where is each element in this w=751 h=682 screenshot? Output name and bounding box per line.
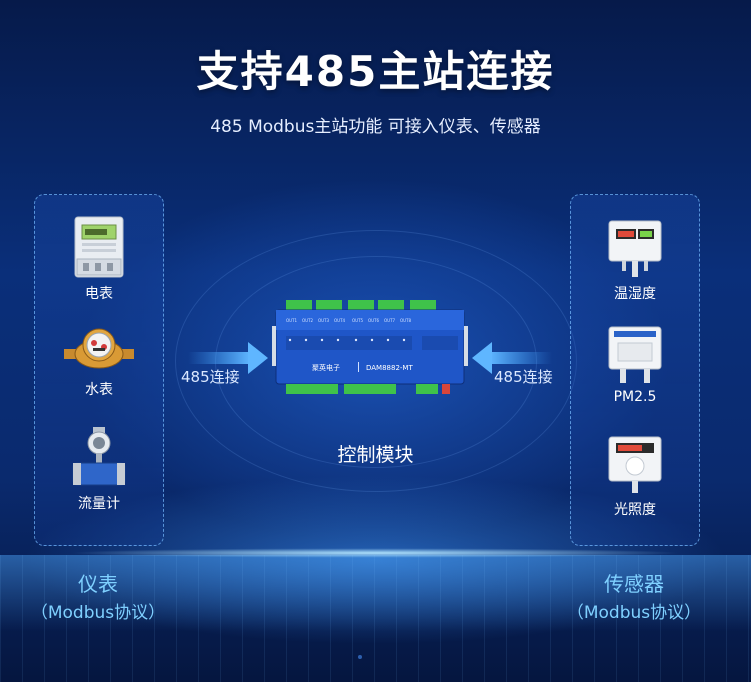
sensor-panel: 温湿度 PM2.5 光照度 xyxy=(570,194,700,546)
svg-text:OUT7: OUT7 xyxy=(384,318,396,323)
svg-text:OUT5: OUT5 xyxy=(352,318,364,323)
connection-arrow-right xyxy=(472,338,552,378)
sensor-label: 光照度 xyxy=(614,502,656,518)
floor-grid xyxy=(0,555,751,682)
control-module-device: OUT1 OUT2 OUT3 OUT4 OUT5 OUT6 OUT7 OUT8 聚英电子… xyxy=(272,296,468,406)
arrow-left-icon xyxy=(472,342,552,374)
floor-glow xyxy=(0,548,751,558)
instrument-label: 水表 xyxy=(85,382,113,398)
control-module-icon: OUT1 OUT2 OUT3 OUT4 OUT5 OUT6 OUT7 OUT8 聚英电子… xyxy=(272,300,468,394)
control-module-label: 控制模块 xyxy=(337,444,414,466)
pm25-sensor-icon xyxy=(608,326,662,383)
water-meter-icon xyxy=(64,328,134,369)
light-sensor-icon xyxy=(608,436,662,493)
instrument-group-protocol: （Modbus协议） xyxy=(30,603,166,623)
svg-text:OUT3: OUT3 xyxy=(318,318,330,323)
module-model: DAM8882-MT xyxy=(366,364,413,372)
sensor-label: 温湿度 xyxy=(614,286,656,302)
instrument-label: 流量计 xyxy=(78,496,120,512)
module-brand: 聚英电子 xyxy=(312,363,340,372)
sensor-group-title: 传感器 xyxy=(604,572,664,596)
instrument-flow-meter: 流量计 xyxy=(35,427,163,513)
svg-text:OUT1: OUT1 xyxy=(286,318,298,323)
flow-meter-icon xyxy=(72,427,126,486)
svg-text:OUT6: OUT6 xyxy=(368,318,380,323)
svg-text:OUT2: OUT2 xyxy=(302,318,314,323)
arrow-right-icon xyxy=(188,342,268,374)
connection-label-right: 485连接 xyxy=(494,368,553,386)
page-indicator-dot xyxy=(358,655,362,659)
connection-arrow-left xyxy=(188,338,268,378)
sensor-label: PM2.5 xyxy=(613,389,657,405)
sensor-light: 光照度 xyxy=(571,433,699,519)
page-subtitle: 485 Modbus主站功能 可接入仪表、传感器 xyxy=(210,117,541,137)
temp-humidity-sensor-icon xyxy=(608,220,662,277)
svg-text:OUT8: OUT8 xyxy=(400,318,412,323)
instrument-panel: 电表 水表 xyxy=(34,194,164,546)
sensor-group-protocol: （Modbus协议） xyxy=(566,603,702,623)
electric-meter-icon xyxy=(74,216,124,278)
instrument-electric-meter: 电表 xyxy=(35,215,163,303)
halo-ring xyxy=(175,230,577,492)
instrument-group-title: 仪表 xyxy=(78,572,118,596)
sensor-temp-humidity: 温湿度 xyxy=(571,217,699,303)
svg-text:OUT4: OUT4 xyxy=(334,318,346,323)
instrument-label: 电表 xyxy=(85,286,113,302)
page-title: 支持485主站连接 xyxy=(196,47,555,96)
sensor-pm25: PM2.5 xyxy=(571,323,699,405)
instrument-water-meter: 水表 xyxy=(35,325,163,399)
connection-label-left: 485连接 xyxy=(181,368,240,386)
